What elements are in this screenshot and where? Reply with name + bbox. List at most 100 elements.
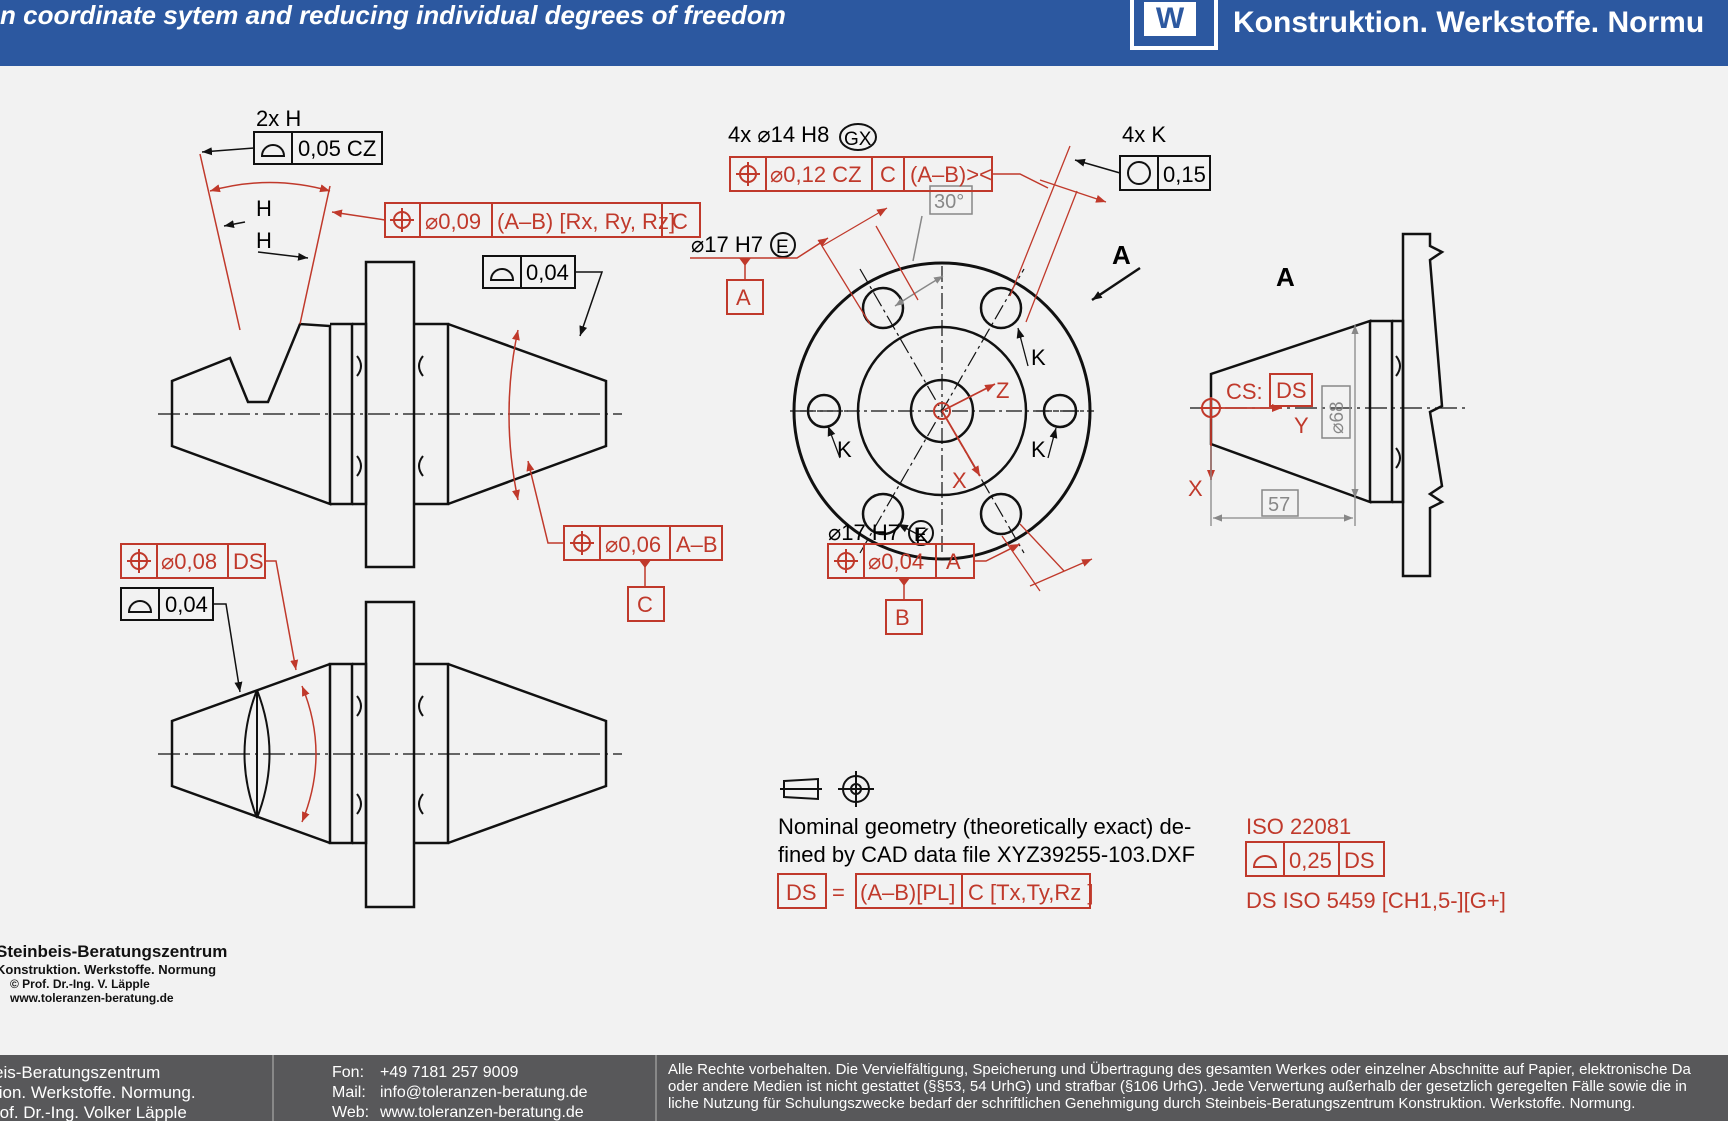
- label-h-1: H: [256, 196, 272, 221]
- datum-b-box: [885, 599, 923, 635]
- view-a-collar: [1370, 319, 1394, 504]
- iso-label: ISO 22081: [1246, 814, 1351, 839]
- datum-a-label: A: [736, 285, 751, 310]
- credit-url: www.toleranzen-beratung.de: [10, 991, 174, 1005]
- footer-fon-label: Fon:: [332, 1064, 365, 1081]
- hole-14-bottom-left: [861, 492, 905, 536]
- f2-leader: [331, 209, 386, 221]
- footer-org-line-2: tion. Werkstoffe. Normung.: [0, 1083, 196, 1102]
- dim-68-box: [1321, 385, 1351, 439]
- k-label-3: K: [1031, 437, 1046, 462]
- part-top-left: [170, 260, 608, 569]
- circularity-icon: [1127, 161, 1151, 185]
- view-a-flange: [1401, 232, 1445, 578]
- header-bar: n coordinate sytem and reducing individu…: [0, 0, 1728, 66]
- frame-f2-datum-c: C: [672, 209, 688, 234]
- position-icon: [570, 531, 594, 555]
- z-axis-arrow: [941, 383, 996, 412]
- footer-divider: [655, 1055, 657, 1121]
- datum-c-label: C: [637, 592, 653, 617]
- ds-eq-frame: [855, 873, 1091, 909]
- frame-f8-tol: ⌀0,08: [161, 549, 217, 574]
- credit-sub: Konstruktion. Werkstoffe. Normung: [0, 962, 217, 977]
- ds-iso-label: DS ISO 5459 [CH1,5-][G+]: [1246, 888, 1506, 913]
- dim-57-label: 57: [1268, 494, 1290, 516]
- footer-org: eis-Beratungszentrum tion. Werkstoffe. N…: [0, 1063, 196, 1121]
- label-4x-k: 4x K: [1122, 122, 1166, 147]
- origin-marker: [933, 402, 951, 420]
- hole-14-top-left: [861, 286, 905, 330]
- angle-box: [929, 185, 973, 215]
- view-direction-label: A: [1112, 240, 1131, 270]
- part1-grooves: [356, 355, 424, 477]
- header-brand: Konstruktion. Werkstoffe. Normu: [1233, 6, 1705, 39]
- envelope-modifier: [770, 232, 796, 258]
- position-icon: [127, 549, 151, 573]
- view-a-step: [1392, 319, 1405, 504]
- dim-68-label: ⌀68: [1327, 401, 1348, 434]
- position-icon: [390, 208, 414, 232]
- k-label-2: K: [837, 437, 852, 462]
- label-dia17-bot: ⌀17 H7: [828, 520, 900, 545]
- surface-profile-icon: [489, 268, 515, 281]
- footer-web-link[interactable]: www.toleranzen-beratung.de: [380, 1104, 584, 1121]
- envelope-label-bot: E: [914, 525, 927, 546]
- frame-f3-value: 0,04: [526, 260, 569, 285]
- x-axis-label: X: [952, 468, 967, 493]
- frame-f2-tol: ⌀0,09: [425, 209, 481, 234]
- frame-f5-datum-c: C: [880, 162, 896, 187]
- hole-14-top-right: [979, 286, 1023, 330]
- footer-org-line-1: eis-Beratungszentrum: [0, 1063, 161, 1082]
- angle-label: 30°: [934, 191, 964, 213]
- logo-letter: W: [1144, 2, 1196, 36]
- footer-rights-line-1: Alle Rechte vorbehalten. Die Vervielfält…: [668, 1061, 1691, 1078]
- header-title: n coordinate sytem and reducing individu…: [0, 0, 786, 30]
- label-h-2: H: [256, 228, 272, 253]
- f8-leader: [265, 560, 299, 671]
- surface-profile-icon: [260, 144, 286, 157]
- frame-f1-value: 0,05 CZ: [298, 136, 376, 161]
- position-icon: [736, 162, 760, 186]
- gx-label: GX: [844, 129, 872, 150]
- frame-f4-datum: A–B: [676, 532, 718, 557]
- ds-eq-box: [777, 873, 827, 909]
- gx-modifier: [839, 123, 877, 151]
- groove-angle-arc: [209, 181, 331, 193]
- credit-org: Steinbeis-Beratungszentrum: [0, 942, 228, 961]
- footer-divider: [272, 1055, 274, 1121]
- footer-rights-line-3: liche Nutzung für Schulungszwecke bedarf…: [668, 1095, 1636, 1112]
- angle-leader: [912, 215, 923, 262]
- envelope-label: E: [776, 237, 789, 258]
- ds-eq-sign: =: [832, 880, 845, 905]
- frame-f10: [1245, 841, 1385, 877]
- f1-leader: [201, 147, 255, 156]
- cs-ds-box: [1269, 373, 1313, 407]
- frame-f2-datum: (A–B) [Rx, Ry, Rz]: [497, 209, 675, 234]
- footer-mail-label: Mail:: [332, 1084, 366, 1101]
- footer-mail-link[interactable]: info@toleranzen-beratung.de: [380, 1084, 588, 1101]
- nominal-line-2: fined by CAD data file XYZ39255-103.DXF: [778, 842, 1195, 867]
- position-icon: [834, 549, 858, 573]
- dia17-top-leader: [690, 237, 829, 259]
- f6-leader: [1074, 158, 1121, 174]
- view-direction-arrow: [1091, 266, 1141, 302]
- h-arrow-2: [257, 251, 309, 261]
- ds-eq-dof: C [Tx,Ty,Rz ]: [968, 880, 1093, 905]
- cad-symbols: [780, 771, 874, 807]
- frame-f7-tol: ⌀0,04: [868, 549, 924, 574]
- datum-c-box: [627, 586, 665, 622]
- x-axis-arrow: [941, 410, 981, 477]
- dim-57-box: [1261, 489, 1299, 517]
- y-axis-label: Y: [1294, 413, 1309, 438]
- credit-author: © Prof. Dr.-Ing. V. Läpple: [10, 977, 150, 991]
- f3-leader: [575, 271, 604, 337]
- angle-arc: [894, 275, 944, 307]
- frame-f10-datum: DS: [1344, 848, 1375, 873]
- footer-bar: eis-Beratungszentrum tion. Werkstoffe. N…: [0, 1055, 1728, 1121]
- technical-drawing: H H 2x H 0,05 CZ ⌀0,09 (A–B) [Rx, Ry, Rz…: [120, 106, 1506, 913]
- datum-a-box: [726, 279, 764, 315]
- z-axis-label: Z: [996, 378, 1009, 403]
- footer-org-line-3: rof. Dr.-Ing. Volker Läpple: [0, 1103, 187, 1121]
- datum-b-label: B: [895, 605, 910, 630]
- nominal-line-1: Nominal geometry (theoretically exact) d…: [778, 814, 1191, 839]
